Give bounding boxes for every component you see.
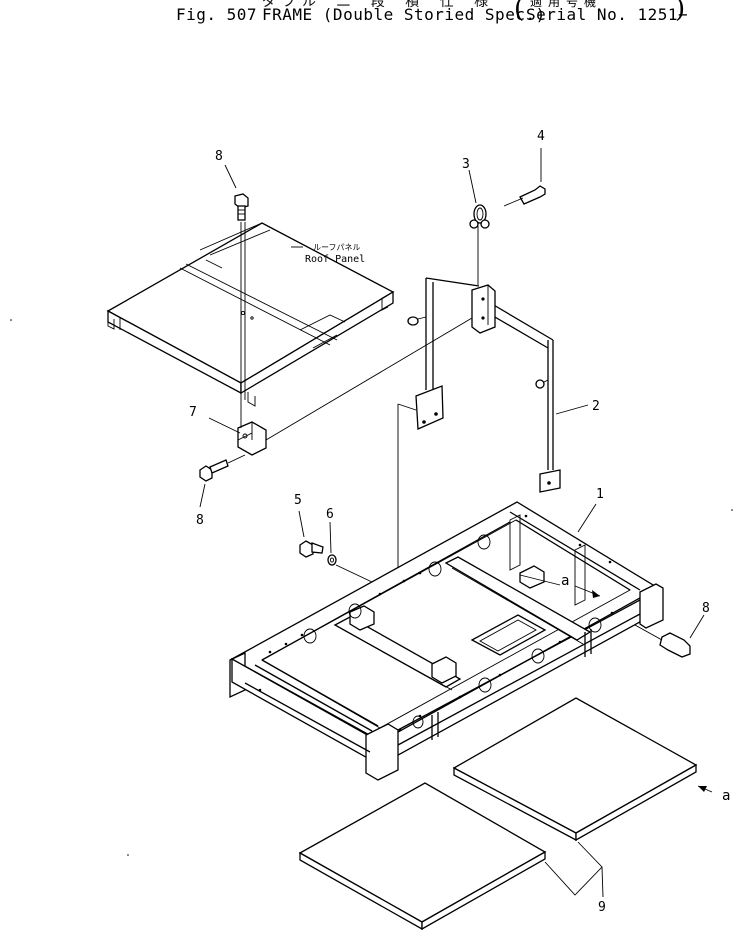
callout-1: 1 [596, 487, 604, 502]
title-jp-fragment: ダブル 二 段 積 仕 様 [262, 0, 495, 10]
callout-5: 5 [294, 493, 302, 508]
floor-plate-upper [452, 697, 698, 842]
bracket-7 [208, 417, 267, 456]
roof-panel-label-jp: ルーフパネル [313, 243, 361, 252]
main-frame-1 [229, 501, 664, 781]
close-paren: ) [675, 0, 686, 24]
callout-3: 3 [462, 157, 470, 172]
serial-jp: 適用号機 [530, 0, 603, 9]
bolt-left [199, 454, 246, 508]
callout-8-left: 8 [196, 513, 204, 528]
callout-8-top: 8 [215, 149, 223, 164]
view-marker-plate: a [722, 788, 730, 804]
washer-6 [327, 521, 373, 583]
callout-9: 9 [598, 900, 606, 915]
page-title: FRAME (Double Storied Spec.) [262, 5, 546, 24]
shackle-3 [468, 169, 490, 285]
frame-hole-dots [258, 514, 614, 732]
figure-label: Fig. 507 [176, 5, 258, 24]
callout-6: 6 [326, 507, 334, 522]
serial-number: Serial No. 1251− [526, 5, 689, 24]
bolt-right [634, 614, 705, 658]
bolt-5 [298, 510, 324, 558]
roof-panel-label: Roof Panel [305, 254, 365, 265]
callout-8-right: 8 [702, 601, 710, 616]
callout-7: 7 [189, 405, 197, 420]
view-marker-frame: a [561, 573, 569, 589]
callout-2: 2 [592, 399, 600, 414]
callout-4: 4 [537, 129, 545, 144]
leader-9 [544, 841, 603, 896]
roof-panel [106, 222, 395, 407]
lifting-frame-2 [397, 277, 589, 590]
bolt-top [234, 193, 249, 221]
bolt-4 [503, 148, 546, 207]
floor-plate-lower [298, 782, 547, 930]
open-paren: ( [514, 0, 525, 24]
